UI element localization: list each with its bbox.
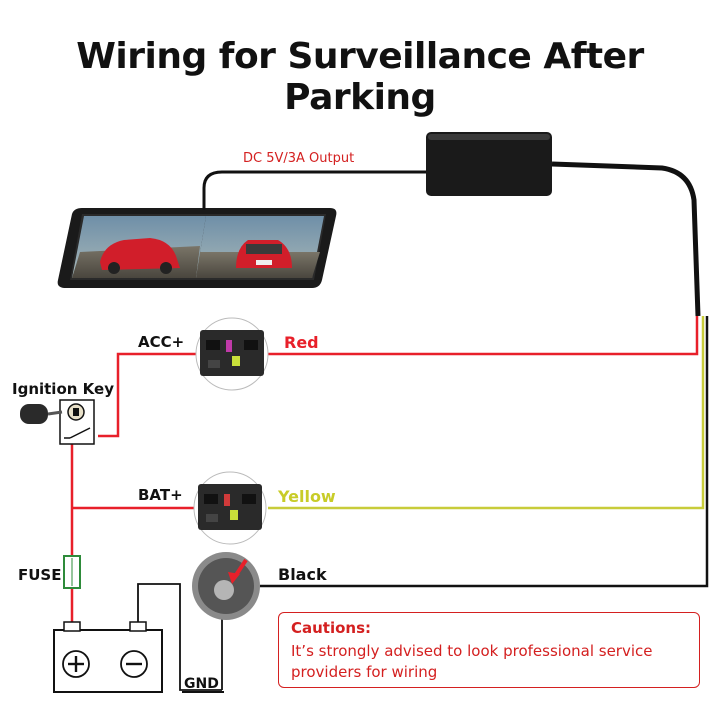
red-car-left (100, 238, 180, 270)
main-cable (551, 161, 701, 317)
acc-wire (98, 352, 196, 438)
caution-box: Cautions: It’s strongly advised to look … (278, 612, 700, 688)
caution-text: It’s strongly advised to look profession… (291, 642, 653, 681)
power-converter-box (426, 132, 552, 196)
output-label: DC 5V/3A Output (243, 151, 354, 166)
caution-heading: Cautions: (291, 619, 372, 637)
page-title: Wiring for Surveillance After Parking (76, 36, 644, 118)
battery-ground-wire (137, 583, 222, 691)
acc-label: ACC+ (138, 333, 184, 351)
ground-bolt (192, 552, 260, 620)
black-wire (260, 316, 709, 588)
red-label: Red (284, 333, 319, 352)
gnd-label: GND (184, 676, 219, 692)
ignition-label: Ignition Key (12, 380, 114, 398)
output-cable (202, 170, 426, 210)
fuse (63, 555, 81, 589)
car-battery (53, 621, 163, 693)
ignition-switch (59, 399, 95, 445)
yellow-label: Yellow (277, 487, 336, 506)
bat-fuse-box (193, 471, 267, 545)
fuse-label: FUSE (18, 566, 61, 584)
red-wire (268, 316, 699, 356)
yellow-wire (268, 316, 705, 510)
acc-fuse-box (195, 317, 269, 391)
mirror-dashcam (57, 208, 337, 288)
bat-label: BAT+ (138, 486, 183, 504)
car-key-icon (20, 404, 63, 424)
black-label: Black (278, 565, 327, 584)
